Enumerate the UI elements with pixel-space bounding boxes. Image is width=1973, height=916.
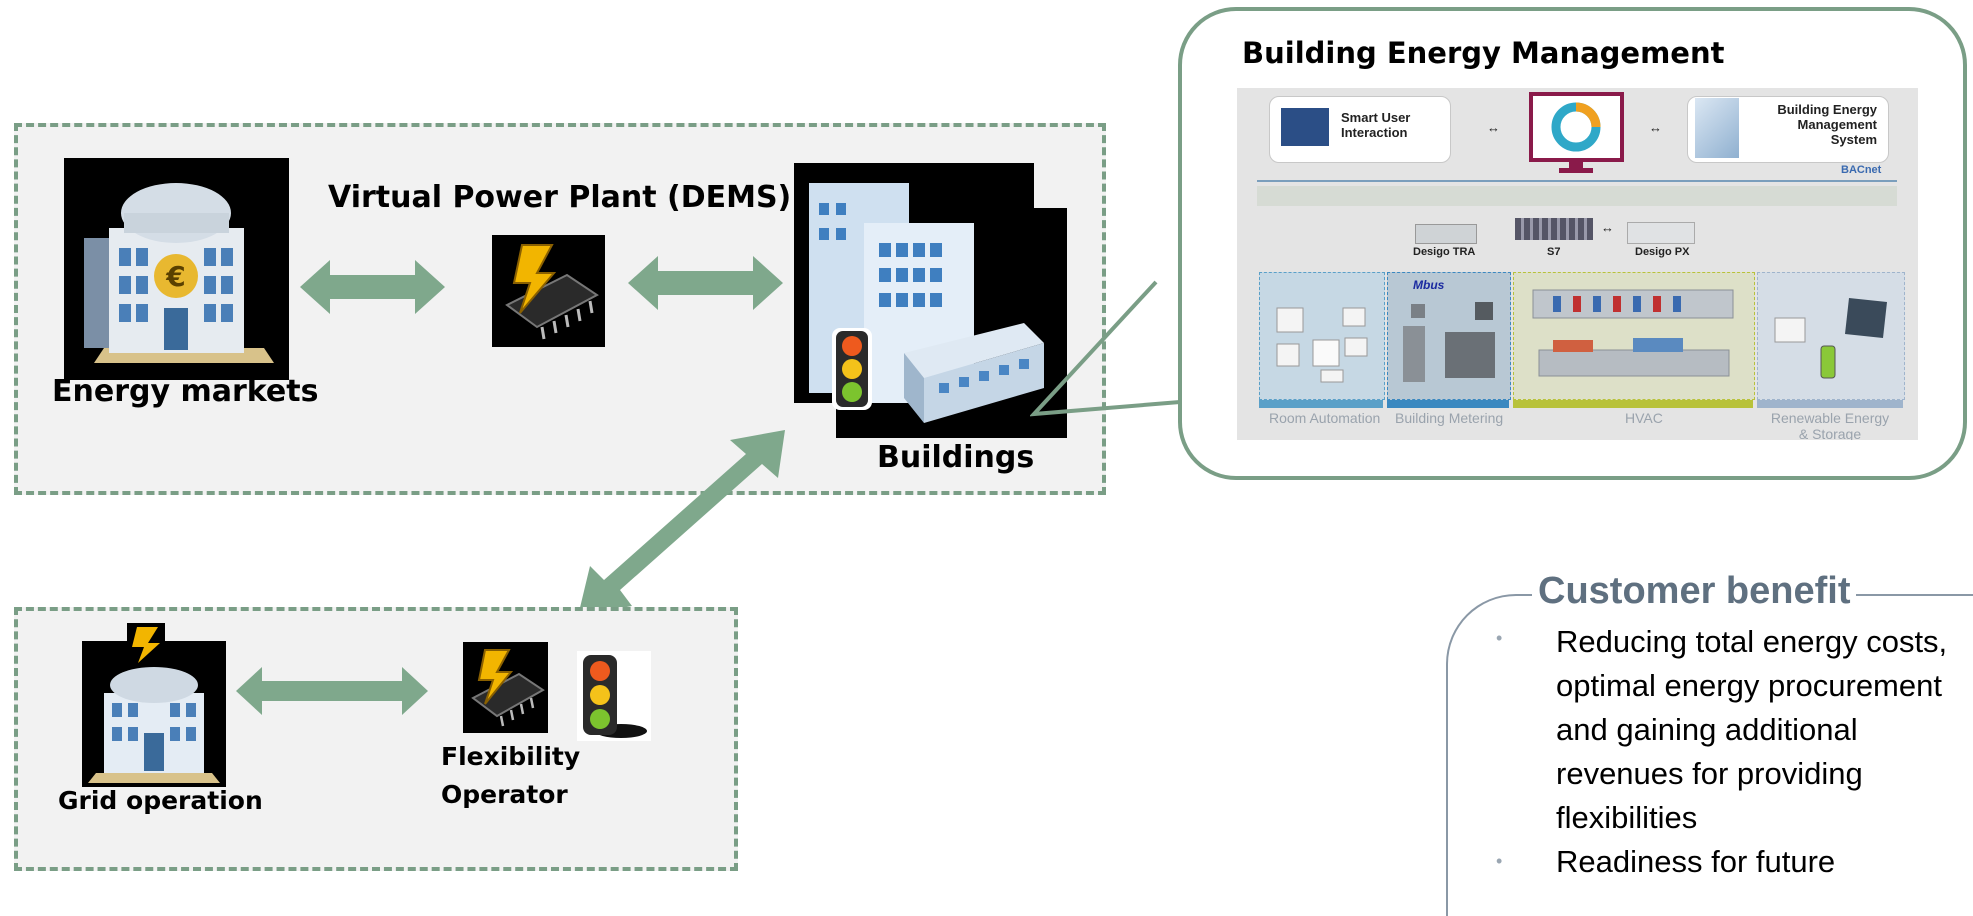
bus-line bbox=[1257, 180, 1897, 182]
grid-operation-label: Grid operation bbox=[58, 786, 263, 815]
s7-label: S7 bbox=[1547, 246, 1561, 258]
bus-band bbox=[1257, 186, 1897, 206]
vpp-buildings-arrow bbox=[628, 256, 783, 310]
desigo-px-device bbox=[1627, 222, 1695, 244]
markets-vpp-arrow bbox=[300, 260, 445, 314]
grid-flexibility-arrow bbox=[236, 667, 428, 715]
smart-user-screen-icon bbox=[1281, 108, 1329, 146]
flexibility-operator-label: Flexibility Operator bbox=[441, 742, 581, 809]
building-metering-label: Building Metering bbox=[1395, 410, 1504, 426]
buildings-flexibility-arrow bbox=[578, 430, 785, 616]
room-automation-label: Room Automation bbox=[1269, 410, 1381, 426]
monitor-icon bbox=[1529, 92, 1624, 173]
link-arrow-left: ↔ bbox=[1487, 120, 1500, 135]
hvac-device-icons bbox=[1523, 280, 1743, 390]
buildings-label: Buildings bbox=[877, 440, 1035, 475]
desigo-tra-device bbox=[1415, 224, 1477, 244]
desigo-tra-label: Desigo TRA bbox=[1413, 246, 1476, 258]
benefit-item-2: Readiness for future bbox=[1556, 844, 1836, 879]
callout-connector bbox=[1030, 280, 1181, 417]
smart-user-label: Smart User Interaction bbox=[1341, 110, 1411, 140]
link-arrow-right: ↔ bbox=[1649, 120, 1662, 135]
energy-markets-label: Energy markets bbox=[52, 374, 319, 409]
section-strip-renewable bbox=[1757, 400, 1903, 408]
section-strip-room bbox=[1259, 400, 1383, 408]
benefit-item-1: Reducing total energy costs, optimal ene… bbox=[1556, 624, 1948, 835]
benefit-bullet-1: • bbox=[1496, 628, 1503, 648]
s7-px-arrow: ↔ bbox=[1601, 220, 1614, 235]
buildings-icon bbox=[794, 163, 1067, 438]
traffic-light-icon bbox=[577, 651, 651, 741]
bem-architecture-diagram: Smart User Interaction ↔ ↔ Building Ener… bbox=[1237, 88, 1918, 440]
energy-market-building-icon: € bbox=[64, 158, 289, 380]
svg-text:€: € bbox=[165, 260, 185, 293]
grid-operation-building-icon bbox=[82, 623, 226, 787]
s7-device bbox=[1515, 218, 1593, 240]
section-strip-hvac bbox=[1513, 400, 1753, 408]
bems-label: Building Energy Management System bbox=[1777, 102, 1877, 147]
renewable-label: Renewable Energy & Storage bbox=[1770, 410, 1890, 440]
hvac-label: HVAC bbox=[1625, 410, 1663, 426]
desigo-px-label: Desigo PX bbox=[1635, 246, 1690, 258]
benefit-title: Customer benefit bbox=[1532, 570, 1857, 613]
bems-building-icon bbox=[1695, 98, 1739, 158]
mbus-label: Mbus bbox=[1413, 278, 1445, 292]
meter-device-icons bbox=[1397, 298, 1501, 388]
renewable-device-icons bbox=[1767, 288, 1893, 388]
vpp-label: Virtual Power Plant (DEMS) bbox=[328, 180, 792, 215]
room-device-icons bbox=[1273, 304, 1369, 384]
bacnet-label: BACnet bbox=[1841, 164, 1882, 176]
vpp-chip-icon bbox=[492, 235, 605, 347]
bem-title: Building Energy Management bbox=[1242, 36, 1725, 70]
section-strip-metering bbox=[1387, 400, 1509, 408]
flexibility-chip-icon bbox=[463, 642, 548, 733]
benefit-bullet-2: • bbox=[1496, 851, 1503, 871]
